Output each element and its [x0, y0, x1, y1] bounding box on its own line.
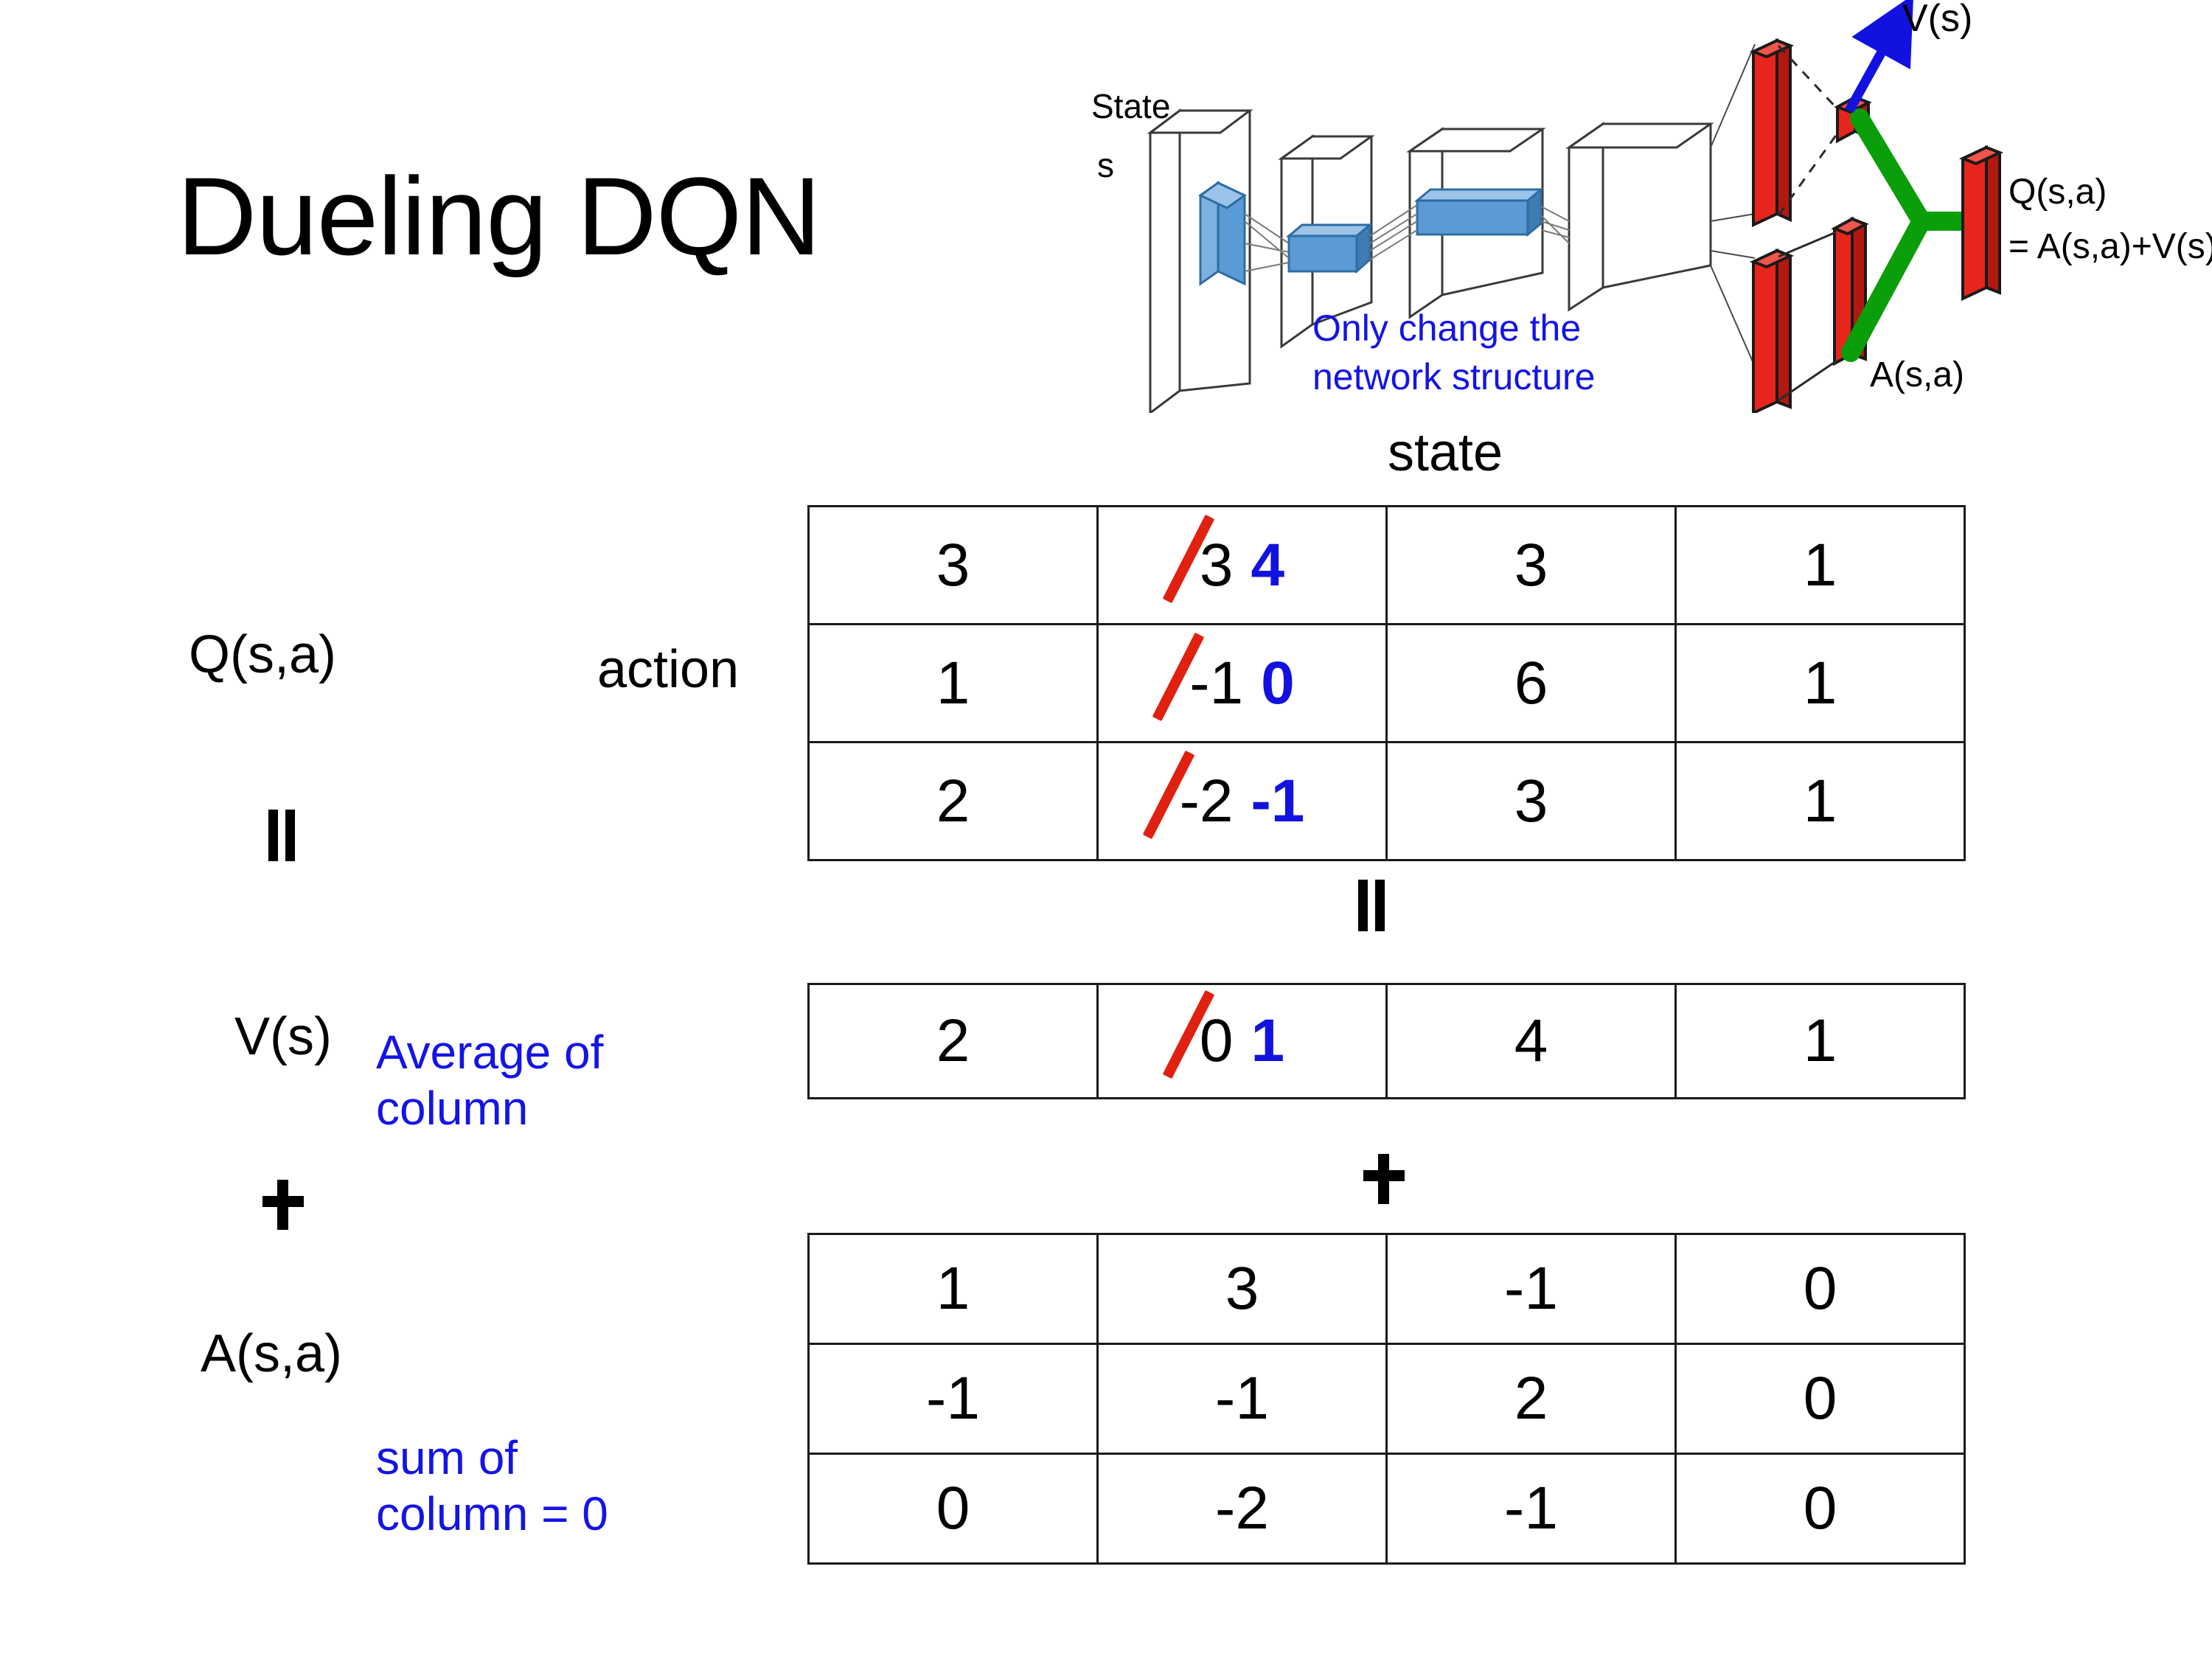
v-function-label: V(s) [234, 1007, 332, 1066]
value-arrow [1845, 0, 1914, 114]
struck-old-value: 3 [1199, 531, 1234, 599]
input-plane-shape [1147, 108, 1253, 415]
diagram-q-label-line2: = A(s,a)+V(s) [2008, 227, 2212, 266]
average-note-line2: column [376, 1081, 529, 1135]
q-cell-2-3[interactable]: 1 [1674, 741, 1966, 861]
equals-glyph [1355, 874, 1389, 937]
corrected-value: 4 [1251, 531, 1285, 599]
q-value-table: 3 3 4 3 1 1 -1 0 6 1 2 -2 -1 3 1 [807, 505, 1966, 861]
a-cell-0-2[interactable]: -1 [1385, 1233, 1677, 1345]
table-row: 1 -1 0 6 1 [807, 623, 1966, 743]
q-output-bar [1958, 145, 2004, 302]
sum-note-line1: sum of [376, 1431, 518, 1484]
value-stream-bar [1749, 38, 1795, 228]
advantage-stream-bar [1749, 248, 1795, 416]
diagram-advantage-label: A(s,a) [1870, 355, 1964, 394]
a-cell-1-2[interactable]: 2 [1385, 1343, 1677, 1455]
action-axis-label: action [597, 640, 740, 699]
q-cell-2-2[interactable]: 3 [1385, 741, 1677, 861]
q-cell-0-2[interactable]: 3 [1385, 505, 1677, 625]
plus-sign-middle [1360, 1147, 1408, 1220]
plus-glyph [260, 1172, 307, 1236]
a-function-label: A(s,a) [201, 1324, 343, 1383]
diagram-value-label: V(s) [1902, 0, 1972, 40]
table-row: 1 3 -1 0 [807, 1233, 1966, 1345]
a-cell-0-3[interactable]: 0 [1674, 1233, 1966, 1345]
a-cell-1-1[interactable]: -1 [1096, 1343, 1388, 1455]
value-dashed-links [1777, 44, 1840, 216]
layer-connections [1244, 204, 1570, 272]
equals-sign-q-decomposition [265, 804, 299, 871]
a-cell-0-0[interactable]: 1 [807, 1233, 1099, 1345]
q-cell-2-1[interactable]: -2 -1 [1096, 741, 1388, 861]
diagram-note-line2: network structure [1312, 356, 1595, 397]
aggregation-merge [1841, 108, 1978, 362]
conv-block-3 [1565, 122, 1714, 312]
sum-of-column-note: sum of column = 0 [376, 1430, 608, 1542]
q-cell-1-0[interactable]: 1 [807, 623, 1099, 743]
equals-glyph [265, 804, 299, 867]
advantage-table: 1 3 -1 0 -1 -1 2 0 0 -2 -1 0 [807, 1233, 1966, 1565]
diagram-q-label-line1: Q(s,a) [2008, 173, 2107, 212]
diagram-state-label-line2: s [1097, 146, 1114, 184]
plus-sign-left [260, 1172, 307, 1239]
advantage-node-bar [1831, 216, 1869, 366]
q-cell-1-3[interactable]: 1 [1674, 623, 1966, 743]
table-row: 3 3 4 3 1 [807, 505, 1966, 625]
v-cell-0-1[interactable]: 0 1 [1096, 983, 1388, 1099]
cell-edit: -2 -1 [1180, 767, 1305, 836]
table-row: -1 -1 2 0 [807, 1343, 1966, 1455]
q-function-label: Q(s,a) [189, 625, 337, 684]
page-title: Dueling DQN [177, 154, 821, 278]
dueling-network-diagram: State s Only change the network structur… [1091, 0, 2212, 416]
q-cell-0-1[interactable]: 3 4 [1096, 505, 1388, 625]
a-cell-1-3[interactable]: 0 [1674, 1343, 1966, 1455]
corrected-value: -1 [1251, 767, 1305, 835]
input-filter-patch [1198, 181, 1247, 286]
average-note-line1: Average of [376, 1026, 604, 1079]
plus-glyph [1360, 1147, 1408, 1210]
v-cell-0-2[interactable]: 4 [1385, 983, 1677, 1099]
v-value-table: 2 0 1 4 1 [807, 983, 1966, 1099]
a-cell-0-1[interactable]: 3 [1096, 1233, 1388, 1345]
q-cell-0-3[interactable]: 1 [1674, 505, 1966, 625]
q-cell-0-0[interactable]: 3 [807, 505, 1099, 625]
table-row: 0 -2 -1 0 [807, 1453, 1966, 1565]
a-cell-2-3[interactable]: 0 [1674, 1453, 1966, 1565]
advantage-links [1778, 231, 1837, 402]
a-cell-2-1[interactable]: -2 [1096, 1453, 1388, 1565]
average-of-column-note: Average of column [376, 1025, 603, 1136]
cell-edit: -1 0 [1189, 649, 1295, 718]
a-cell-2-0[interactable]: 0 [807, 1453, 1099, 1565]
struck-old-value: 0 [1199, 1007, 1234, 1074]
corrected-value: 1 [1251, 1007, 1285, 1074]
diagram-note-line1: Only change the [1312, 307, 1581, 349]
corrected-value: 0 [1261, 649, 1295, 717]
q-cell-1-1[interactable]: -1 0 [1096, 623, 1388, 743]
sum-note-line2: column = 0 [376, 1486, 608, 1540]
cell-edit: 0 1 [1200, 1006, 1284, 1076]
struck-old-value: -1 [1189, 649, 1244, 717]
a-cell-1-0[interactable]: -1 [807, 1343, 1099, 1455]
struck-old-value: -2 [1179, 767, 1234, 835]
a-cell-2-2[interactable]: -1 [1385, 1453, 1677, 1565]
conv-filter-1 [1285, 222, 1374, 274]
q-cell-1-2[interactable]: 6 [1385, 623, 1677, 743]
v-cell-0-0[interactable]: 2 [807, 983, 1099, 1099]
network-svg: State s Only change the network structur… [1091, 0, 2212, 416]
q-cell-2-0[interactable]: 2 [807, 741, 1099, 861]
state-axis-label: state [1387, 423, 1503, 482]
table-row: 2 0 1 4 1 [807, 983, 1966, 1099]
conv-filter-2 [1413, 187, 1545, 237]
table-row: 2 -2 -1 3 1 [807, 741, 1966, 861]
cell-edit: 3 4 [1200, 531, 1284, 600]
diagram-state-label-line1: State [1091, 87, 1170, 125]
equals-sign-middle [1355, 874, 1389, 947]
v-cell-0-3[interactable]: 1 [1674, 983, 1966, 1099]
